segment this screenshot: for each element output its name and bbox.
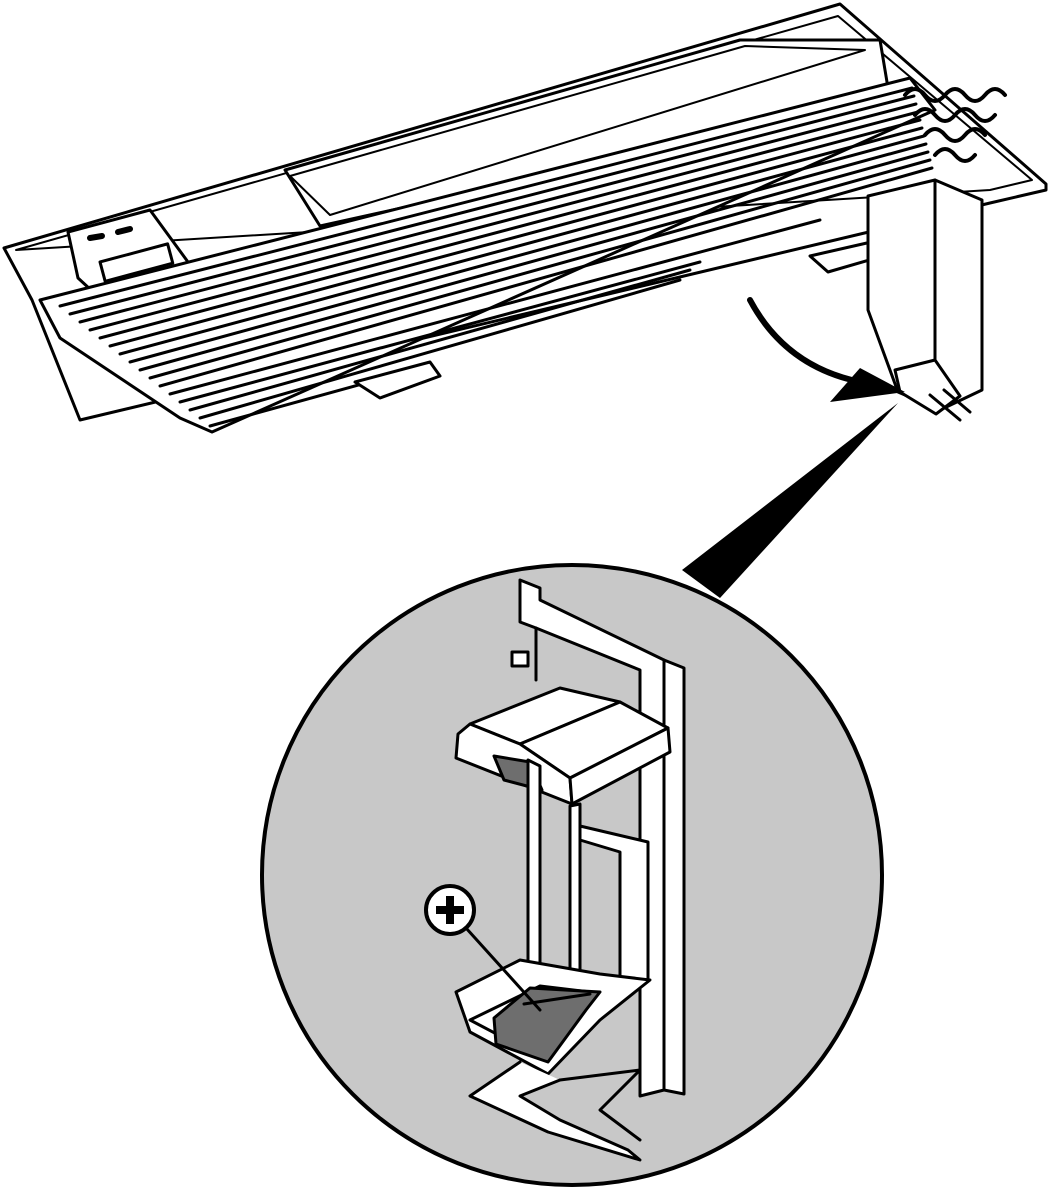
- plus-terminal-icon: [424, 884, 476, 936]
- arrow-head: [830, 368, 905, 402]
- cable-coil: [903, 87, 1007, 163]
- battery-top-clamp: [454, 686, 672, 806]
- battery-holder-backplate: [510, 578, 686, 1098]
- leader-line: [464, 926, 542, 1012]
- spring-clip: [468, 1060, 642, 1162]
- direction-arrow: [747, 297, 905, 402]
- side-bracket: [866, 178, 984, 422]
- zoom-pointer: [682, 403, 898, 598]
- controller-module: [2, 2, 1048, 434]
- detail-magnifier: [260, 563, 884, 1187]
- plus-contact: [492, 986, 602, 1064]
- ribbon-cable: [38, 76, 937, 434]
- terminal-block-top: [283, 38, 892, 228]
- battery-cradle: [454, 958, 652, 1076]
